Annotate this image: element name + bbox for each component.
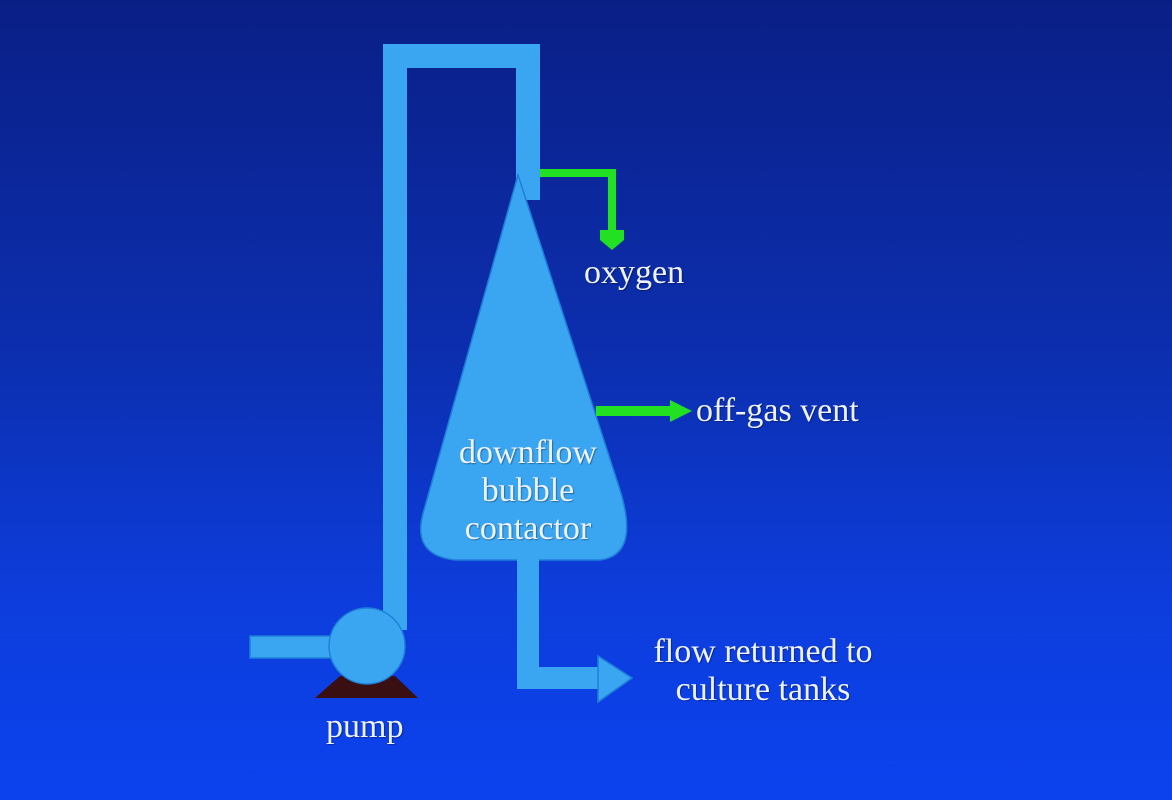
off-gas-line <box>596 406 672 416</box>
off-gas-arrow-head <box>670 400 692 422</box>
pump-label: pump <box>326 708 404 745</box>
flow-returned-line2: culture tanks <box>675 671 851 708</box>
off-gas-vent-label: off-gas vent <box>696 392 859 429</box>
flow-returned-label: flow returned to culture tanks <box>622 633 904 709</box>
pump-base <box>315 676 418 698</box>
pump-body <box>328 607 406 685</box>
contactor-label-line3: contactor <box>464 510 592 547</box>
riser-loop-pipe <box>383 44 540 630</box>
outlet-pipe <box>517 555 600 689</box>
contactor-label: downflow bubble contactor <box>428 434 628 548</box>
oxygen-label: oxygen <box>584 254 685 291</box>
oxygen-arrow-head <box>600 230 624 250</box>
contactor-label-line2: bubble <box>481 472 575 509</box>
flow-returned-line1: flow returned to <box>653 633 873 670</box>
oxygen-line <box>540 169 616 232</box>
outlet-arrow-head <box>597 654 634 704</box>
inlet-pipe <box>249 635 341 659</box>
contactor-label-line1: downflow <box>459 434 597 471</box>
